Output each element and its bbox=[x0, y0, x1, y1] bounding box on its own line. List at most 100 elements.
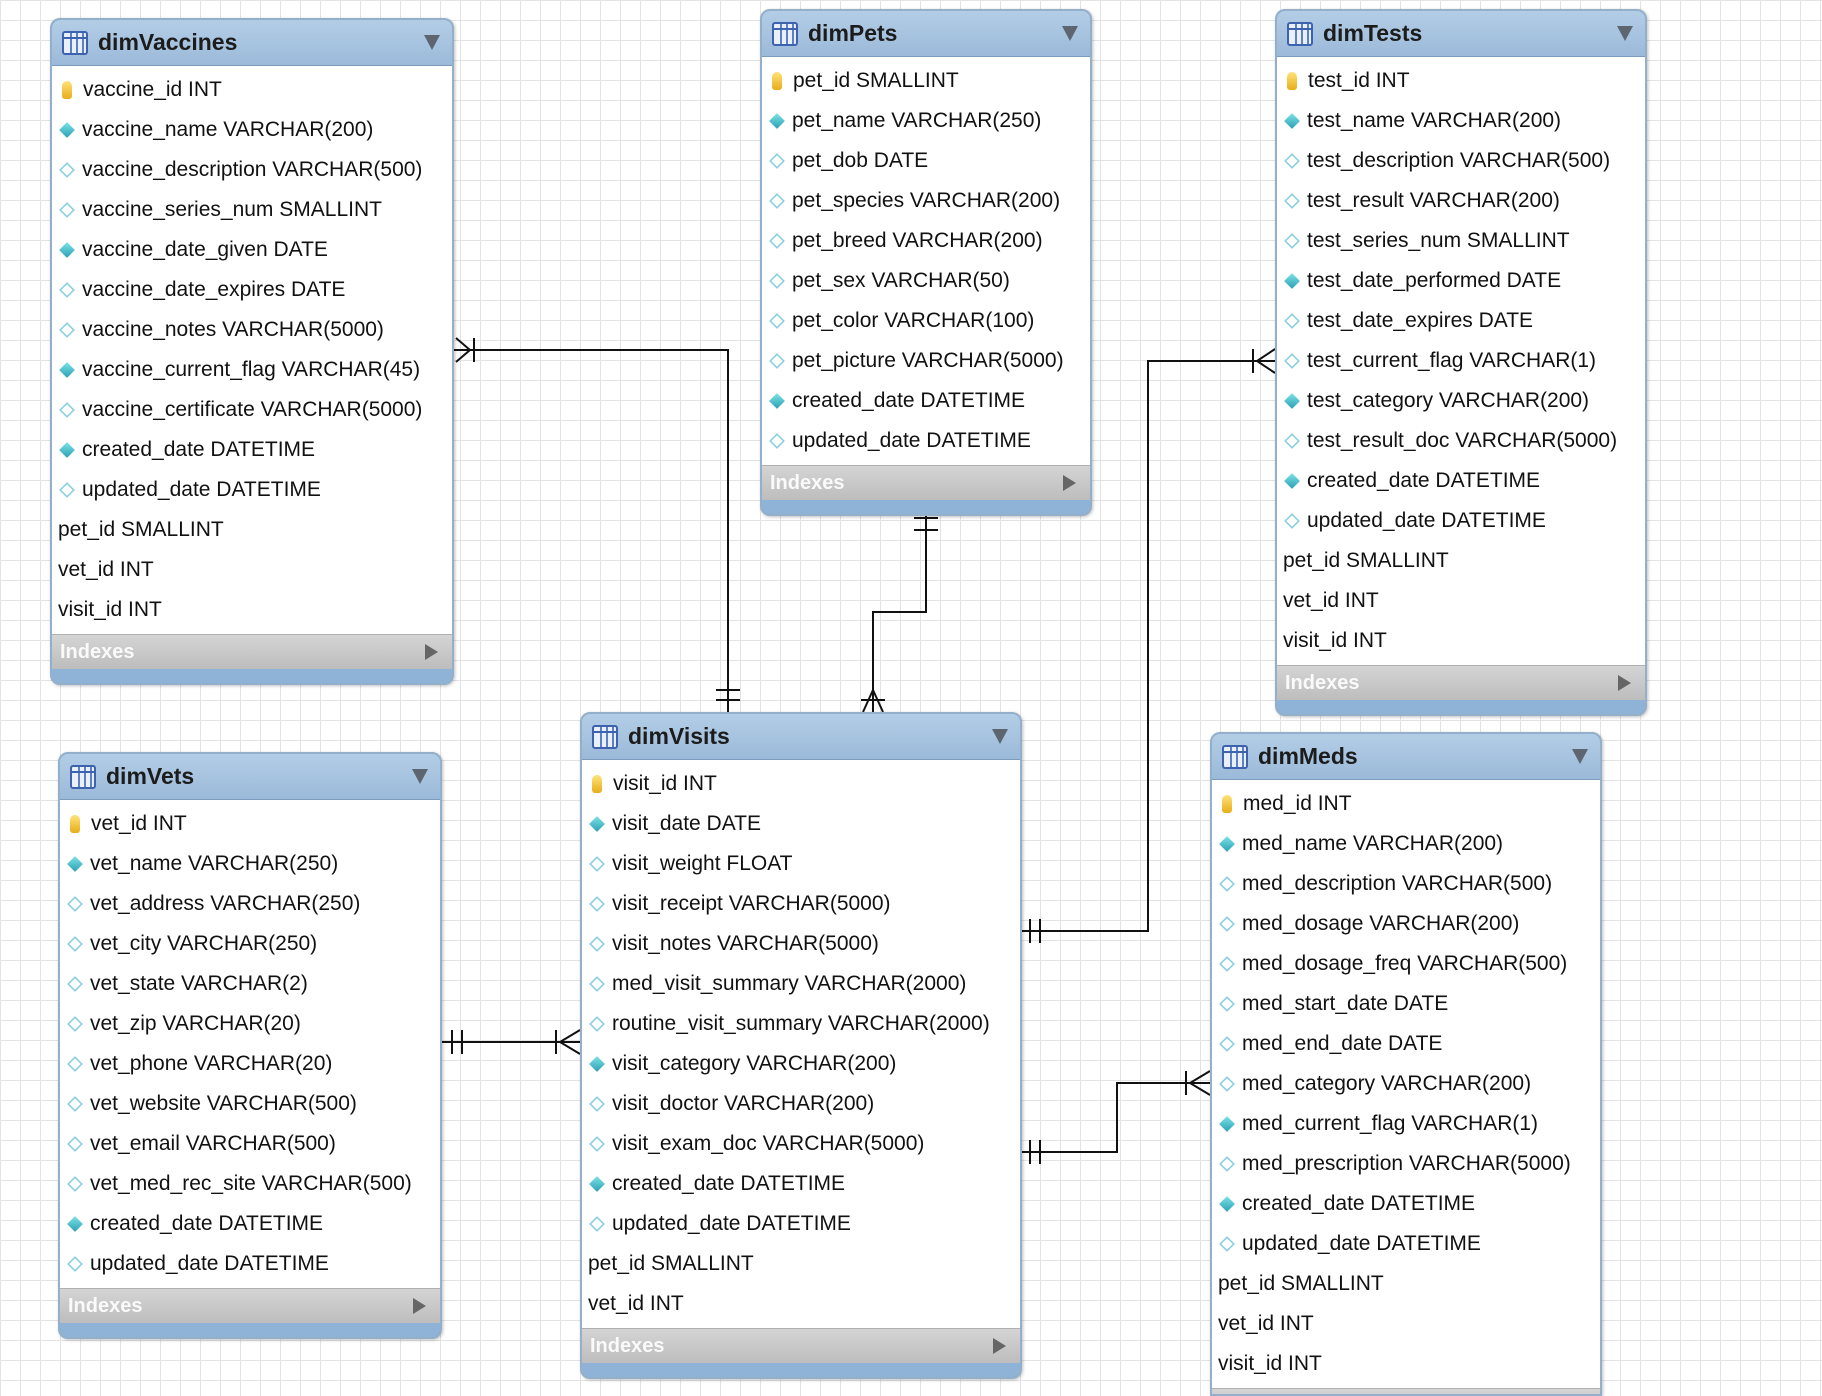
column-row[interactable]: routine_visit_summary VARCHAR(2000) bbox=[582, 1004, 1020, 1044]
expand-arrow-icon[interactable] bbox=[413, 1298, 426, 1314]
column-row[interactable]: visit_exam_doc VARCHAR(5000) bbox=[582, 1124, 1020, 1164]
column-row[interactable]: med_id INT bbox=[1212, 784, 1600, 824]
collapse-triangle-icon[interactable] bbox=[424, 35, 440, 50]
column-row[interactable]: pet_id SMALLINT bbox=[582, 1244, 1020, 1284]
column-row[interactable]: updated_date DATETIME bbox=[1212, 1224, 1600, 1264]
column-row[interactable]: pet_color VARCHAR(100) bbox=[762, 301, 1090, 341]
column-row[interactable]: test_series_num SMALLINT bbox=[1277, 221, 1645, 261]
indexes-bar[interactable]: Indexes bbox=[1277, 665, 1645, 700]
column-row[interactable]: vaccine_name VARCHAR(200) bbox=[52, 110, 452, 150]
column-row[interactable]: visit_doctor VARCHAR(200) bbox=[582, 1084, 1020, 1124]
column-row[interactable]: visit_weight FLOAT bbox=[582, 844, 1020, 884]
column-row[interactable]: visit_category VARCHAR(200) bbox=[582, 1044, 1020, 1084]
column-row[interactable]: created_date DATETIME bbox=[60, 1204, 440, 1244]
column-row[interactable]: med_description VARCHAR(500) bbox=[1212, 864, 1600, 904]
column-row[interactable]: pet_species VARCHAR(200) bbox=[762, 181, 1090, 221]
table-header[interactable]: dimPets bbox=[762, 11, 1090, 57]
column-row[interactable]: med_current_flag VARCHAR(1) bbox=[1212, 1104, 1600, 1144]
column-row[interactable]: med_dosage VARCHAR(200) bbox=[1212, 904, 1600, 944]
column-row[interactable]: vaccine_series_num SMALLINT bbox=[52, 190, 452, 230]
collapse-triangle-icon[interactable] bbox=[412, 769, 428, 784]
column-row[interactable]: test_description VARCHAR(500) bbox=[1277, 141, 1645, 181]
column-row[interactable]: visit_id INT bbox=[1212, 1344, 1600, 1384]
column-row[interactable]: vaccine_certificate VARCHAR(5000) bbox=[52, 390, 452, 430]
column-row[interactable]: visit_id INT bbox=[582, 764, 1020, 804]
collapse-triangle-icon[interactable] bbox=[1062, 26, 1078, 41]
column-row[interactable]: test_date_expires DATE bbox=[1277, 301, 1645, 341]
table-header[interactable]: dimVisits bbox=[582, 714, 1020, 760]
table-header[interactable]: dimVaccines bbox=[52, 20, 452, 66]
column-row[interactable]: test_name VARCHAR(200) bbox=[1277, 101, 1645, 141]
indexes-bar[interactable]: Indexes bbox=[60, 1288, 440, 1323]
column-row[interactable]: vet_id INT bbox=[60, 804, 440, 844]
column-row[interactable]: vet_address VARCHAR(250) bbox=[60, 884, 440, 924]
column-row[interactable]: visit_notes VARCHAR(5000) bbox=[582, 924, 1020, 964]
column-row[interactable]: vaccine_description VARCHAR(500) bbox=[52, 150, 452, 190]
column-row[interactable]: test_id INT bbox=[1277, 61, 1645, 101]
column-row[interactable]: med_dosage_freq VARCHAR(500) bbox=[1212, 944, 1600, 984]
column-row[interactable]: pet_id SMALLINT bbox=[762, 61, 1090, 101]
column-row[interactable]: created_date DATETIME bbox=[582, 1164, 1020, 1204]
column-row[interactable]: visit_receipt VARCHAR(5000) bbox=[582, 884, 1020, 924]
collapse-triangle-icon[interactable] bbox=[1572, 749, 1588, 764]
column-row[interactable]: vet_med_rec_site VARCHAR(500) bbox=[60, 1164, 440, 1204]
column-row[interactable]: med_start_date DATE bbox=[1212, 984, 1600, 1024]
table-header[interactable]: dimMeds bbox=[1212, 734, 1600, 780]
column-row[interactable]: test_result VARCHAR(200) bbox=[1277, 181, 1645, 221]
column-row[interactable]: vaccine_date_expires DATE bbox=[52, 270, 452, 310]
column-row[interactable]: pet_dob DATE bbox=[762, 141, 1090, 181]
column-row[interactable]: updated_date DATETIME bbox=[52, 470, 452, 510]
column-row[interactable]: vaccine_current_flag VARCHAR(45) bbox=[52, 350, 452, 390]
collapse-triangle-icon[interactable] bbox=[992, 729, 1008, 744]
indexes-bar[interactable]: Indexes bbox=[52, 634, 452, 669]
column-row[interactable]: created_date DATETIME bbox=[1212, 1184, 1600, 1224]
column-row[interactable]: vet_zip VARCHAR(20) bbox=[60, 1004, 440, 1044]
column-row[interactable]: test_current_flag VARCHAR(1) bbox=[1277, 341, 1645, 381]
indexes-bar[interactable]: Indexes bbox=[762, 465, 1090, 500]
column-row[interactable]: vaccine_notes VARCHAR(5000) bbox=[52, 310, 452, 350]
column-row[interactable]: vet_email VARCHAR(500) bbox=[60, 1124, 440, 1164]
collapse-triangle-icon[interactable] bbox=[1617, 26, 1633, 41]
column-row[interactable]: vet_id INT bbox=[1277, 581, 1645, 621]
column-row[interactable]: pet_picture VARCHAR(5000) bbox=[762, 341, 1090, 381]
column-row[interactable]: vet_state VARCHAR(2) bbox=[60, 964, 440, 1004]
column-row[interactable]: vet_id INT bbox=[1212, 1304, 1600, 1344]
indexes-bar[interactable] bbox=[1212, 1388, 1600, 1394]
column-row[interactable]: vet_website VARCHAR(500) bbox=[60, 1084, 440, 1124]
column-row[interactable]: med_end_date DATE bbox=[1212, 1024, 1600, 1064]
column-row[interactable]: pet_id SMALLINT bbox=[1212, 1264, 1600, 1304]
column-row[interactable]: med_name VARCHAR(200) bbox=[1212, 824, 1600, 864]
column-row[interactable]: test_result_doc VARCHAR(5000) bbox=[1277, 421, 1645, 461]
expand-arrow-icon[interactable] bbox=[1063, 475, 1076, 491]
column-row[interactable]: created_date DATETIME bbox=[762, 381, 1090, 421]
column-row[interactable]: med_visit_summary VARCHAR(2000) bbox=[582, 964, 1020, 1004]
column-row[interactable]: vaccine_date_given DATE bbox=[52, 230, 452, 270]
column-row[interactable]: updated_date DATETIME bbox=[582, 1204, 1020, 1244]
expand-arrow-icon[interactable] bbox=[1618, 675, 1631, 691]
table-header[interactable]: dimVets bbox=[60, 754, 440, 800]
expand-arrow-icon[interactable] bbox=[425, 644, 438, 660]
table-header[interactable]: dimTests bbox=[1277, 11, 1645, 57]
column-row[interactable]: vet_phone VARCHAR(20) bbox=[60, 1044, 440, 1084]
column-row[interactable]: created_date DATETIME bbox=[1277, 461, 1645, 501]
column-row[interactable]: vet_id INT bbox=[52, 550, 452, 590]
column-row[interactable]: updated_date DATETIME bbox=[1277, 501, 1645, 541]
column-row[interactable]: test_category VARCHAR(200) bbox=[1277, 381, 1645, 421]
column-row[interactable]: created_date DATETIME bbox=[52, 430, 452, 470]
column-row[interactable]: pet_sex VARCHAR(50) bbox=[762, 261, 1090, 301]
column-row[interactable]: vet_city VARCHAR(250) bbox=[60, 924, 440, 964]
column-row[interactable]: pet_id SMALLINT bbox=[52, 510, 452, 550]
indexes-bar[interactable]: Indexes bbox=[582, 1328, 1020, 1363]
column-row[interactable]: visit_id INT bbox=[52, 590, 452, 630]
column-row[interactable]: visit_id INT bbox=[1277, 621, 1645, 661]
column-row[interactable]: visit_date DATE bbox=[582, 804, 1020, 844]
column-row[interactable]: vaccine_id INT bbox=[52, 70, 452, 110]
column-row[interactable]: pet_id SMALLINT bbox=[1277, 541, 1645, 581]
column-row[interactable]: med_prescription VARCHAR(5000) bbox=[1212, 1144, 1600, 1184]
column-row[interactable]: updated_date DATETIME bbox=[60, 1244, 440, 1284]
